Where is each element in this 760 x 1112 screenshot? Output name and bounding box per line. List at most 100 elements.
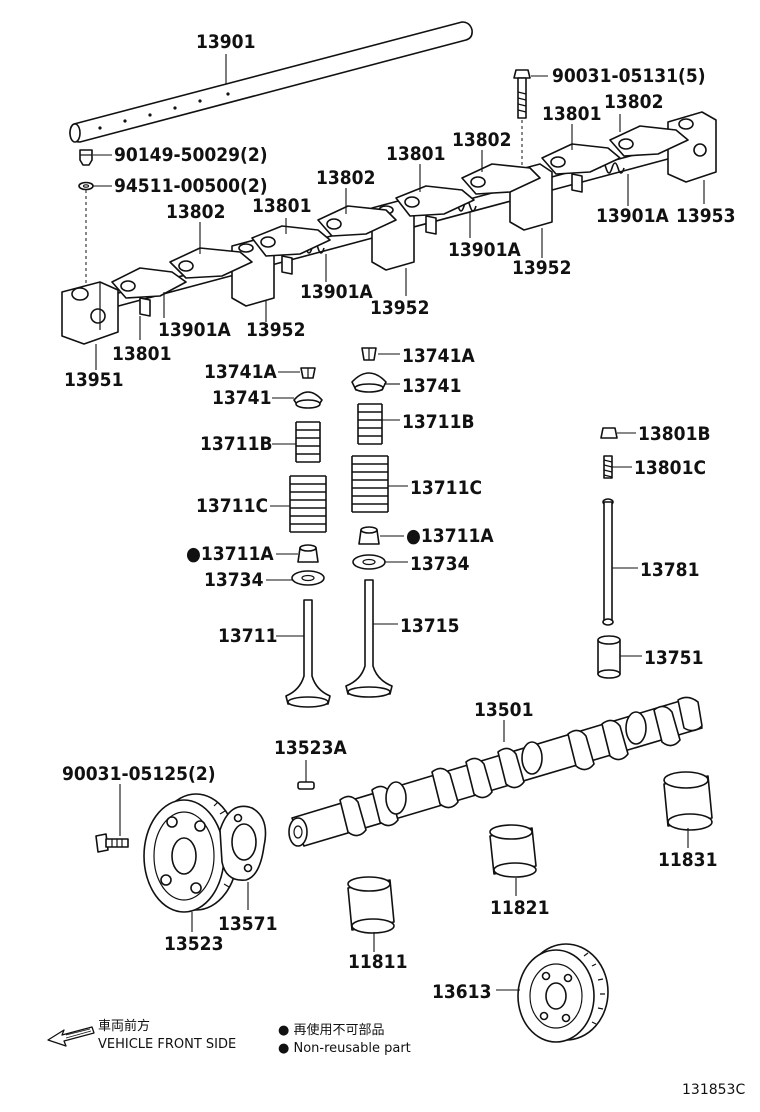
label-13734: 13734 — [410, 553, 470, 575]
label-13801C: 13801C — [634, 457, 706, 479]
outer-spring-13711C-left — [289, 475, 327, 533]
valve-13715 — [345, 579, 393, 698]
spring-seat-13734-right — [352, 554, 386, 570]
label-13711B: 13711B — [402, 411, 475, 433]
bolt-90031-05131 — [513, 69, 531, 119]
label-90149-50029: 90149-50029(2) — [114, 144, 268, 166]
label-13801: 13801 — [112, 343, 171, 365]
label-13952: 13952 — [370, 297, 429, 319]
label-11821: 11821 — [490, 897, 549, 919]
label-13523A: 13523A — [274, 737, 347, 759]
label-13711A-nonreusable: ●13711A — [406, 525, 494, 547]
label-13801: 13801 — [386, 143, 445, 165]
legend-nonreuse-en: ● Non-reusable part — [278, 1041, 411, 1056]
label-94511-00500: 94511-00500(2) — [114, 175, 268, 197]
label-13801: 13801 — [252, 195, 311, 217]
label-13951: 13951 — [64, 369, 123, 391]
label-13952: 13952 — [246, 319, 305, 341]
legend-front-en: VEHICLE FRONT SIDE — [98, 1037, 236, 1052]
rocker-arm-5 — [395, 185, 475, 235]
rocker-assembly — [61, 111, 717, 345]
label-13501: 13501 — [474, 699, 533, 721]
key-13523A — [297, 781, 315, 790]
bearing-11811 — [347, 876, 395, 934]
label-13613: 13613 — [432, 981, 491, 1003]
outer-spring-13711C-right — [351, 455, 389, 513]
vehicle-front-arrow-icon — [47, 1026, 95, 1047]
label-13802: 13802 — [166, 201, 225, 223]
figure-code: 131853C — [682, 1082, 745, 1098]
left-valve-stack — [285, 367, 331, 708]
label-13802: 13802 — [604, 91, 663, 113]
label-13901A: 13901A — [300, 281, 373, 303]
bearing-11831 — [663, 771, 713, 831]
label-13741A: 13741A — [402, 345, 475, 367]
label-13781: 13781 — [640, 559, 699, 581]
rocker-arm-1 — [111, 267, 187, 317]
rocker-arm-3 — [251, 225, 331, 275]
adjusting-screw-13801C — [603, 455, 613, 479]
label-13523: 13523 — [164, 933, 223, 955]
camshaft-gear-13523 — [143, 793, 239, 913]
label-13801: 13801 — [542, 103, 601, 125]
label-90031-05125: 90031-05125(2) — [62, 763, 216, 785]
label-13741: 13741 — [402, 375, 461, 397]
adjusting-nut-13801B — [600, 427, 618, 439]
rocker-support-13953 — [667, 111, 717, 183]
spring-retainer-13741-right — [351, 372, 387, 393]
rocker-arm-2 — [169, 247, 253, 279]
legend-nonreuse-jp: ● 再使用不可部品 — [278, 1022, 384, 1038]
valve-lifter-13751 — [597, 635, 621, 679]
label-13801B: 13801B — [638, 423, 711, 445]
legend-front-jp: 車両前方 — [98, 1018, 150, 1034]
label-13901A: 13901A — [448, 239, 521, 261]
label-90031-05131: 90031-05131(5) — [552, 65, 706, 87]
label-13734: 13734 — [204, 569, 264, 591]
label-13901A: 13901A — [158, 319, 231, 341]
label-11811: 11811 — [348, 951, 407, 973]
valve-seal-13711A-right — [358, 526, 380, 545]
label-13901: 13901 — [196, 31, 255, 53]
inner-spring-13711B-left — [295, 421, 321, 463]
label-13952: 13952 — [512, 257, 571, 279]
label-11831: 11831 — [658, 849, 717, 871]
inner-spring-13711B-right — [357, 403, 383, 445]
label-13711C: 13711C — [196, 495, 268, 517]
valve-keeper-13741A-left — [300, 367, 316, 379]
plug-90149 — [79, 149, 93, 166]
label-13741A: 13741A — [204, 361, 277, 383]
label-13711B: 13711B — [200, 433, 273, 455]
washer-94511 — [78, 181, 94, 191]
label-13711A-nonreusable: ●13711A — [186, 543, 274, 565]
leader-lines — [93, 54, 705, 991]
label-13802: 13802 — [316, 167, 375, 189]
push-rod-13781 — [602, 498, 614, 626]
label-13715: 13715 — [400, 615, 459, 637]
label-13802: 13802 — [452, 129, 511, 151]
rocker-support-13951 — [61, 281, 119, 345]
rocker-arm-4 — [317, 205, 397, 237]
part-labels: 13901 90031-05131(5) 13802 13801 90149-5… — [62, 31, 735, 1003]
valve-seal-13711A-left — [297, 544, 319, 563]
spring-seat-13734-left — [291, 570, 325, 586]
pushrod-group — [597, 427, 621, 679]
label-13711: 13711 — [218, 625, 277, 647]
label-13571: 13571 — [218, 913, 277, 935]
legend: 車両前方 VEHICLE FRONT SIDE ● 再使用不可部品 ● Non-… — [47, 1018, 411, 1056]
thrust-plate-13571 — [219, 805, 267, 881]
label-13741: 13741 — [212, 387, 271, 409]
camshaft-13501 — [288, 696, 703, 847]
spring-retainer-13741-left — [293, 391, 323, 409]
rocker-shaft-13901 — [69, 21, 473, 143]
bearing-11821 — [489, 824, 537, 878]
bolt-90031-05125 — [95, 833, 129, 853]
valve-13711 — [285, 599, 331, 708]
right-valve-stack — [345, 347, 393, 698]
label-13711C: 13711C — [410, 477, 482, 499]
label-13751: 13751 — [644, 647, 703, 669]
label-13953: 13953 — [676, 205, 735, 227]
rocker-arm-8 — [609, 125, 689, 157]
idler-gear-13613 — [517, 943, 609, 1043]
label-13901A: 13901A — [596, 205, 669, 227]
